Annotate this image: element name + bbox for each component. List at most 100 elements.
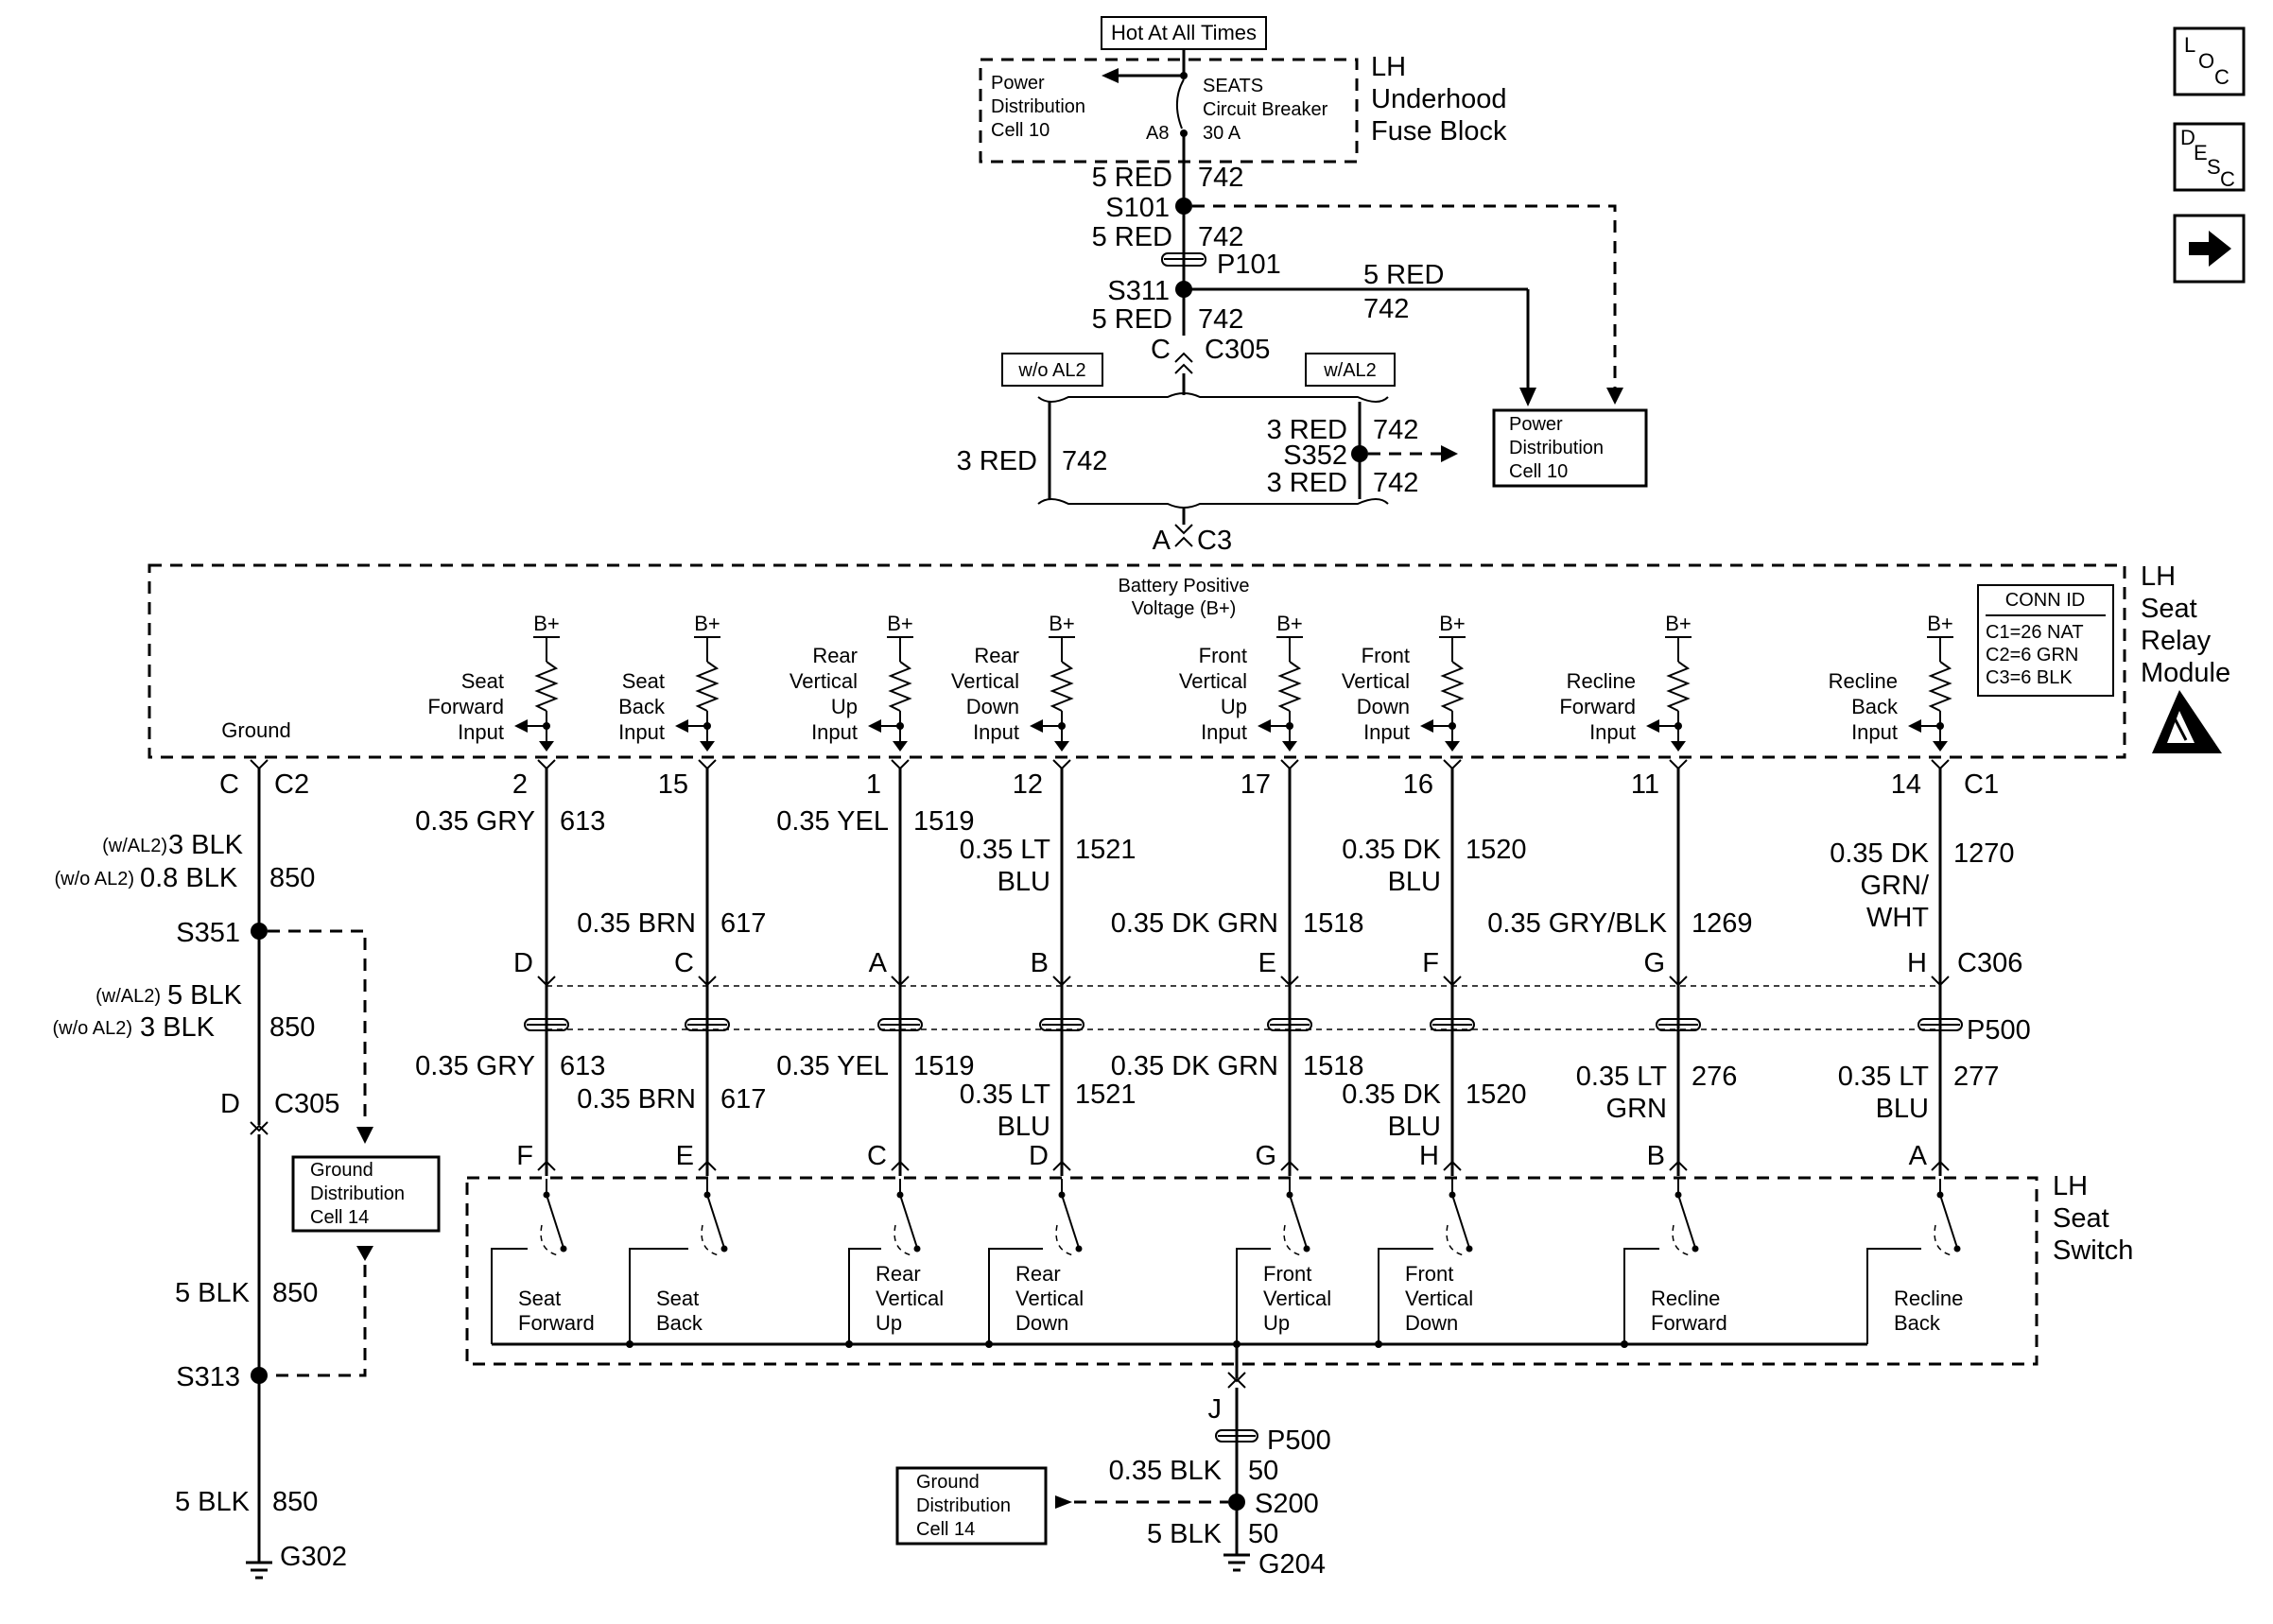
svg-text:J: J	[1208, 1394, 1223, 1425]
switch-common	[1378, 1248, 1433, 1344]
ground-symbol-icon	[246, 1561, 272, 1580]
input-label: Up	[1221, 695, 1247, 718]
c306-terminal	[1443, 976, 1462, 987]
switch-pin: D	[1029, 1141, 1049, 1171]
svg-text:Circuit Breaker: Circuit Breaker	[1203, 99, 1328, 120]
ground-distribution-cell-14-link-bottom[interactable]	[895, 1466, 1048, 1546]
terminal-arrow	[1445, 741, 1460, 752]
svg-text:850: 850	[269, 863, 315, 893]
c1-terminal	[1280, 759, 1299, 770]
svg-text:C305: C305	[1205, 335, 1270, 365]
c1-terminal	[698, 759, 717, 770]
svg-text:742: 742	[1198, 304, 1243, 335]
svg-text:S311: S311	[1107, 276, 1170, 306]
bplus-label: B+	[1665, 612, 1692, 635]
switch-function-label: Up	[876, 1311, 902, 1335]
next-page-button[interactable]	[2173, 214, 2246, 284]
switch-common	[629, 1248, 688, 1344]
svg-text:50: 50	[1248, 1519, 1278, 1549]
switch-contact	[1303, 1245, 1310, 1253]
svg-text:Fuse Block: Fuse Block	[1371, 116, 1507, 147]
svg-text:(w/AL2): (w/AL2)	[102, 836, 167, 856]
switch-function-label: Down	[1405, 1311, 1458, 1335]
c306-terminal	[698, 976, 717, 987]
input-arrow	[1420, 719, 1433, 733]
p500-passthrough	[524, 1018, 569, 1031]
svg-text:C1=26 NAT: C1=26 NAT	[1986, 622, 2084, 643]
resistor	[1666, 661, 1691, 712]
input-label: Down	[966, 695, 1019, 718]
resistor	[1050, 661, 1074, 712]
wire-circuit: 613	[560, 806, 605, 837]
switch-linkage	[1934, 1224, 1952, 1256]
input-arrow	[868, 719, 881, 733]
input-label: Rear	[812, 644, 858, 667]
svg-text:(w/AL2): (w/AL2)	[95, 986, 161, 1007]
wire-circuit: 277	[1953, 1062, 1999, 1092]
switch-function-label: Front	[1263, 1262, 1311, 1286]
svg-text:Voltage (B+): Voltage (B+)	[1132, 598, 1237, 619]
wire-circuit: 1269	[1692, 908, 1753, 939]
c1-terminal	[1052, 759, 1071, 770]
bplus-label: B+	[1927, 612, 1953, 635]
bplus-label: B+	[1276, 612, 1303, 635]
input-label: Input	[618, 720, 665, 744]
svg-text:742: 742	[1062, 446, 1107, 476]
svg-text:742: 742	[1198, 163, 1243, 193]
input-label: Rear	[974, 644, 1019, 667]
location-button[interactable]: L O C	[2173, 26, 2246, 96]
wire-size: 0.35 LT	[960, 835, 1050, 865]
svg-text:742: 742	[1373, 468, 1418, 498]
input-label: Back	[618, 695, 666, 718]
switch-linkage	[1446, 1224, 1465, 1256]
svg-text:C2: C2	[274, 769, 309, 800]
svg-text:S313: S313	[176, 1362, 240, 1392]
svg-text:Ground: Ground	[310, 1160, 373, 1181]
ground-distribution-cell-14-link-left[interactable]	[291, 1155, 441, 1233]
c306-label: C306	[1957, 948, 2022, 978]
wire-circuit: 276	[1692, 1062, 1737, 1092]
c1-terminal	[1931, 759, 1950, 770]
input-label: Input	[1201, 720, 1247, 744]
bplus-label: B+	[887, 612, 913, 635]
input-label: Input	[973, 720, 1019, 744]
splice-s101	[1175, 198, 1192, 215]
wire-size: 0.35 BRN	[577, 908, 696, 939]
power-distribution-cell-10-link[interactable]	[1492, 408, 1648, 488]
svg-text:S352: S352	[1283, 441, 1347, 471]
switch-terminal	[1280, 1160, 1299, 1171]
option-with-al2	[1305, 353, 1396, 387]
c306-pin: G	[1643, 948, 1665, 978]
switch-blade	[546, 1194, 564, 1249]
wire-size: 0.35 DK	[1342, 1080, 1441, 1110]
svg-text:C3: C3	[1197, 526, 1232, 556]
wire-size: BLU	[998, 867, 1050, 897]
input-arrow	[1646, 719, 1659, 733]
p500-passthrough	[1267, 1018, 1312, 1031]
switch-terminal	[1052, 1160, 1071, 1171]
svg-text:850: 850	[269, 1012, 315, 1043]
terminal-arrow	[1282, 741, 1297, 752]
svg-text:(w/o AL2): (w/o AL2)	[55, 869, 134, 890]
terminal-arrow	[893, 741, 908, 752]
p500-label: P500	[1967, 1015, 2031, 1045]
c1-pin: 2	[512, 769, 528, 800]
wire-size: 0.35 DK GRN	[1111, 1051, 1278, 1081]
switch-function-label: Recline	[1894, 1287, 1963, 1310]
wire-size: 0.35 BRN	[577, 1084, 696, 1114]
description-button[interactable]: D E S C	[2173, 122, 2246, 192]
pdc-label: Power	[991, 73, 1045, 94]
resistor	[1440, 661, 1465, 712]
svg-text:50: 50	[1248, 1456, 1278, 1486]
svg-text:C305: C305	[274, 1089, 339, 1119]
terminal-arrow	[1933, 741, 1948, 752]
input-arrow	[1258, 719, 1271, 733]
svg-text:P101: P101	[1217, 250, 1281, 280]
switch-contact	[1075, 1245, 1083, 1253]
svg-text:w/o AL2: w/o AL2	[1017, 360, 1085, 381]
fuse-name: SEATS	[1203, 76, 1263, 96]
input-label: Vertical	[1342, 669, 1410, 693]
input-label: Forward	[427, 695, 504, 718]
svg-text:E: E	[2194, 141, 2208, 164]
